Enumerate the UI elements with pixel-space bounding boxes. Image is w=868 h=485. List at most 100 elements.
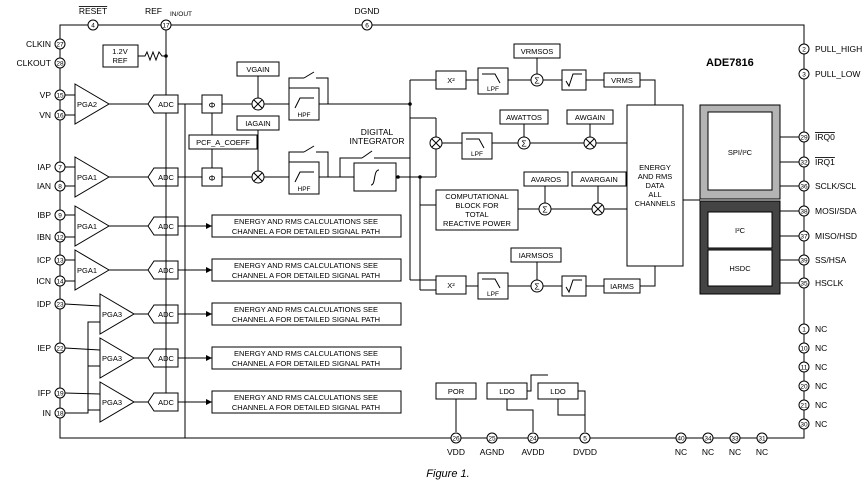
svg-text:NC: NC — [756, 447, 768, 457]
pga-triangle — [74, 249, 110, 291]
svg-text:DATA: DATA — [646, 181, 665, 190]
svg-text:LDO: LDO — [550, 387, 566, 396]
svg-text:AVARGAIN: AVARGAIN — [580, 175, 618, 184]
svg-text:ENERGY AND RMS CALCULATIONS SE: ENERGY AND RMS CALCULATIONS SEE — [234, 393, 378, 402]
svg-text:26: 26 — [452, 435, 460, 442]
svg-text:VRMS: VRMS — [611, 76, 633, 85]
active-power-path: LPF Σ AWATTOS AWGAIN — [410, 109, 627, 178]
svg-text:17: 17 — [162, 22, 170, 29]
svg-text:MISO/HSD: MISO/HSD — [815, 231, 857, 241]
svg-text:SS/HSA: SS/HSA — [815, 255, 847, 265]
svg-text:30: 30 — [800, 421, 808, 428]
svg-text:MOSI/SDA: MOSI/SDA — [815, 206, 857, 216]
svg-text:DVDD: DVDD — [573, 447, 597, 457]
pga-triangle — [99, 381, 135, 423]
computational-block — [435, 189, 519, 231]
svg-text:IN: IN — [43, 408, 52, 418]
svg-text:NC: NC — [675, 447, 687, 457]
lpf-power — [461, 132, 493, 160]
svg-text:LPF: LPF — [487, 86, 499, 93]
svg-text:ICP: ICP — [37, 255, 52, 265]
svg-text:PGA1: PGA1 — [77, 266, 97, 275]
svg-text:CLKIN: CLKIN — [26, 39, 51, 49]
svg-text:PGA1: PGA1 — [77, 173, 97, 182]
left-pin-clkout: 28 CLKOUT — [17, 57, 66, 69]
svg-text:14: 14 — [56, 278, 64, 285]
svg-text:IRQ0: IRQ0 — [815, 132, 835, 142]
svg-text:PGA3: PGA3 — [102, 310, 122, 319]
left-pin-vp: 15 VP — [40, 89, 66, 101]
svg-text:AGND: AGND — [480, 447, 505, 457]
svg-text:18: 18 — [56, 410, 64, 417]
svg-text:13: 13 — [56, 257, 64, 264]
svg-text:VGAIN: VGAIN — [246, 65, 269, 74]
svg-text:CHANNEL A FOR DETAILED SIGNAL: CHANNEL A FOR DETAILED SIGNAL PATH — [232, 227, 380, 236]
svg-text:1: 1 — [802, 326, 806, 333]
svg-text:PGA2: PGA2 — [77, 100, 97, 109]
svg-text:CLKOUT: CLKOUT — [17, 58, 51, 68]
svg-text:BLOCK FOR: BLOCK FOR — [455, 201, 499, 210]
svg-text:AND RMS: AND RMS — [638, 172, 673, 181]
svg-text:34: 34 — [704, 435, 712, 442]
svg-text:IEP: IEP — [37, 343, 51, 353]
svg-text:NC: NC — [815, 419, 827, 429]
svg-text:Σ: Σ — [534, 76, 539, 86]
svg-text:37: 37 — [800, 233, 808, 240]
svg-text:PULL_LOW: PULL_LOW — [815, 69, 860, 79]
svg-text:4: 4 — [91, 22, 95, 29]
svg-text:IFP: IFP — [38, 388, 52, 398]
svg-text:NC: NC — [815, 343, 827, 353]
svg-text:VRMSOS: VRMSOS — [521, 47, 554, 56]
irms-path: X² LPF Σ IARMSOS IARMS — [435, 247, 656, 300]
lpf-irms — [477, 272, 509, 300]
svg-text:28: 28 — [56, 60, 64, 67]
svg-text:6: 6 — [365, 22, 369, 29]
svg-text:5: 5 — [583, 435, 587, 442]
svg-text:REACTIVE POWER: REACTIVE POWER — [443, 219, 512, 228]
svg-text:40: 40 — [677, 435, 685, 442]
figure-caption: Figure 1. — [426, 468, 469, 480]
svg-text:VP: VP — [40, 90, 52, 100]
voltage-path: Φ VGAIN HPF — [178, 61, 436, 281]
svg-text:ENERGY AND RMS CALCULATIONS SE: ENERGY AND RMS CALCULATIONS SEE — [234, 349, 378, 358]
svg-text:ENERGY AND RMS CALCULATIONS SE: ENERGY AND RMS CALCULATIONS SEE — [234, 261, 378, 270]
spi-i2c-inner — [707, 111, 773, 191]
svg-text:10: 10 — [800, 345, 808, 352]
svg-text:PULL_HIGH: PULL_HIGH — [815, 44, 862, 54]
svg-text:Σ: Σ — [542, 205, 547, 215]
svg-text:3: 3 — [802, 71, 806, 78]
svg-text:IAN: IAN — [37, 181, 51, 191]
svg-text:19: 19 — [56, 390, 64, 397]
i2c-inner — [707, 211, 773, 249]
svg-text:15: 15 — [56, 92, 64, 99]
svg-text:I²C: I²C — [735, 226, 746, 235]
svg-text:VN: VN — [39, 110, 51, 120]
svg-text:31: 31 — [758, 435, 766, 442]
svg-text:39: 39 — [800, 257, 808, 264]
left-pin-icp: 13 ICP — [37, 254, 66, 266]
svg-text:20: 20 — [800, 383, 808, 390]
svg-text:NC: NC — [729, 447, 741, 457]
current-path: Φ IAGAIN PCF_A_COEFF HPF DIGITAL INTEGRA… — [178, 113, 436, 291]
pcf-a-coeff — [188, 134, 258, 150]
svg-text:AVDD: AVDD — [522, 447, 545, 457]
